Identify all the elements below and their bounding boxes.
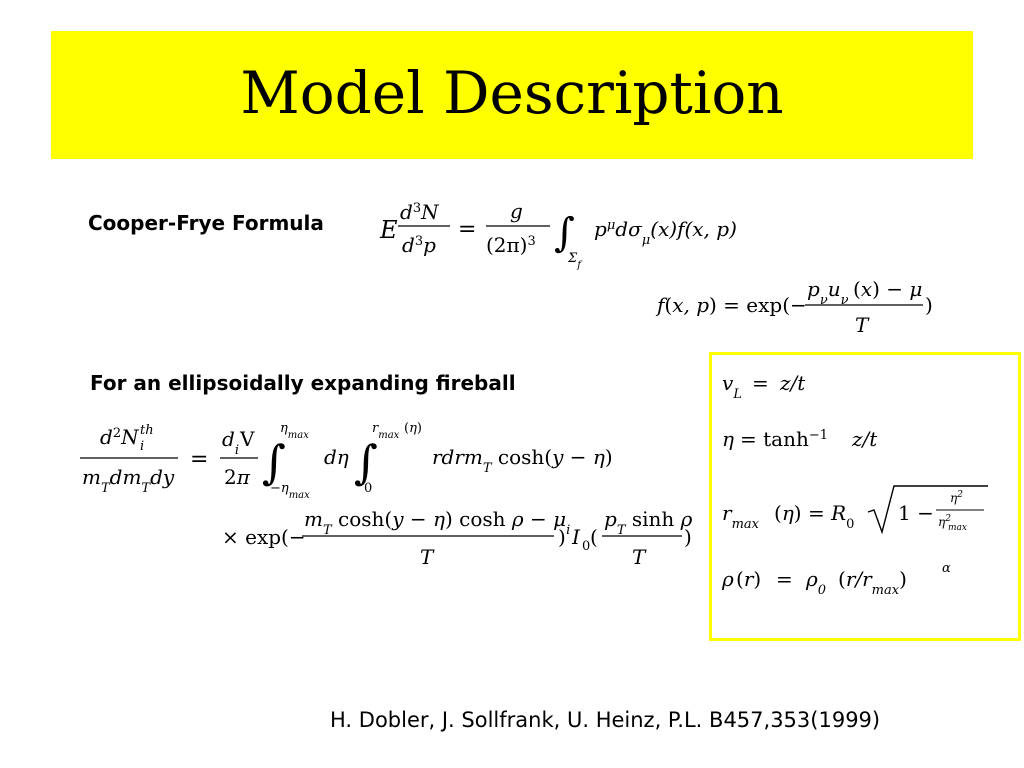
- svg-text:T: T: [632, 545, 647, 569]
- svg-text:=: =: [190, 447, 208, 472]
- svg-text:): ): [684, 525, 692, 549]
- svg-text:pT sinh ρ: pT sinh ρ: [604, 507, 693, 538]
- svg-text:0: 0: [582, 539, 590, 554]
- svg-text:z/t: z/t: [851, 427, 878, 451]
- svg-text:ρ0: ρ0: [805, 567, 826, 598]
- svg-text:(η) = R0: (η) = R0: [774, 501, 854, 532]
- svg-text:2π: 2π: [224, 465, 251, 489]
- title-bar: [51, 31, 973, 159]
- svg-text:0: 0: [364, 481, 372, 496]
- spectrum-equation-line1: d2N th i mTdmTdy = di V 2π ∫ ηmax −ηmax …: [80, 421, 613, 501]
- svg-text:(r): (r): [736, 567, 761, 591]
- svg-text:d3N: d3N: [400, 200, 440, 224]
- svg-text:η2: η2: [950, 490, 963, 505]
- svg-text:= tanh−1: = tanh−1: [740, 427, 828, 451]
- svg-text:∫: ∫: [262, 435, 286, 489]
- svg-text:pνuν: pνuν: [807, 277, 849, 308]
- svg-text:max: max: [948, 523, 967, 533]
- svg-text:Σf: Σf: [567, 251, 583, 271]
- svg-text:d2N: d2N: [100, 425, 140, 449]
- svg-text:i: i: [140, 439, 144, 454]
- svg-text:1 −: 1 −: [898, 501, 934, 525]
- svg-text:rdrmT cosh(y − η): rdrmT cosh(y − η): [432, 445, 613, 476]
- svg-text:dη: dη: [324, 445, 349, 469]
- citation: H. Dobler, J. Sollfrank, U. Heinz, P.L. …: [330, 708, 881, 732]
- svg-text:vL: vL: [722, 371, 742, 402]
- parameter-equations: vL = z/t η = tanh−1 z/t rmax (η) = R0 1 …: [721, 371, 988, 598]
- svg-text:f(x, p) = exp(−: f(x, p) = exp(−: [655, 293, 807, 317]
- svg-text:E: E: [379, 216, 398, 244]
- svg-text:=: =: [776, 567, 793, 591]
- svg-text:rmax: rmax: [722, 501, 760, 532]
- svg-text:∫: ∫: [554, 210, 575, 256]
- svg-text:): ): [558, 525, 566, 549]
- svg-text:I: I: [571, 525, 581, 549]
- parameter-box: [709, 352, 1021, 641]
- svg-text:η: η: [722, 427, 734, 451]
- svg-text:T: T: [420, 545, 435, 569]
- ellipsoid-label: For an ellipsoidally expanding fireball: [90, 371, 516, 395]
- svg-text:∫: ∫: [354, 435, 378, 489]
- slide-title: Model Description: [240, 59, 784, 127]
- cooper-frye-equation: E d3N d3p = g (2π)3 ∫ Σf pμdσμ(x)f(x, p): [379, 199, 737, 271]
- svg-text:di: di: [222, 427, 239, 458]
- svg-text:V: V: [239, 427, 255, 451]
- svg-text:ρ: ρ: [721, 567, 734, 591]
- svg-text:(2π)3: (2π)3: [486, 233, 536, 257]
- svg-text:pμdσμ(x)f(x, p): pμdσμ(x)f(x, p): [594, 217, 737, 248]
- svg-text:(x) − μ: (x) − μ: [853, 277, 922, 301]
- svg-text:): ): [925, 293, 933, 317]
- svg-text:× exp(−: × exp(−: [222, 525, 306, 549]
- svg-text:=: =: [752, 371, 769, 395]
- distribution-equation: f(x, p) = exp(− pνuν (x) − μ T ): [655, 277, 933, 337]
- svg-text:α: α: [942, 561, 951, 576]
- svg-text:T: T: [855, 313, 870, 337]
- svg-text:g: g: [510, 199, 523, 223]
- svg-text:(: (: [590, 525, 598, 549]
- spectrum-equation-line2: × exp(− mT cosh(y − η) cosh ρ − μi T ) I…: [222, 507, 693, 569]
- svg-text:(η): (η): [404, 421, 422, 436]
- svg-text:=: =: [458, 217, 476, 242]
- svg-text:d3p: d3p: [402, 233, 436, 257]
- svg-text:z/t: z/t: [779, 371, 806, 395]
- cooper-frye-label: Cooper-Frye Formula: [88, 211, 324, 235]
- svg-text:(r/rmax): (r/rmax): [838, 567, 907, 598]
- svg-text:th: th: [140, 423, 154, 438]
- svg-text:mTdmTdy: mTdmTdy: [82, 465, 175, 496]
- svg-text:mT cosh(y − η) cosh ρ − μi: mT cosh(y − η) cosh ρ − μi: [304, 507, 570, 538]
- svg-text:−ηmax: −ηmax: [270, 481, 310, 501]
